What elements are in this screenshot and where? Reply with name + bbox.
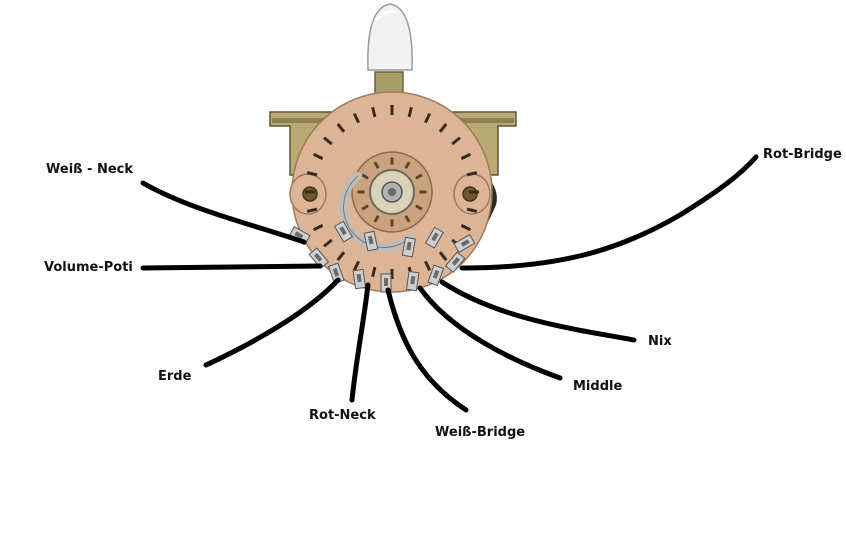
rivet-left-icon xyxy=(302,186,318,202)
board-slot xyxy=(323,136,333,146)
inner-slot xyxy=(373,161,380,169)
switch-lugs xyxy=(288,220,476,293)
board-slot xyxy=(305,190,315,194)
lug-terminal xyxy=(308,247,330,269)
switch-board xyxy=(289,91,493,293)
board-slot xyxy=(390,269,394,279)
inner-slot xyxy=(390,157,394,165)
lug-terminal xyxy=(405,270,420,292)
label-volume-poti: Volume-Poti xyxy=(44,260,133,275)
board-slot xyxy=(352,260,360,272)
wire-weiss-bridge xyxy=(385,287,469,413)
inner-slot xyxy=(357,190,365,194)
board-slot xyxy=(460,152,472,160)
wire-rot-bridge xyxy=(459,154,759,271)
label-rot-bridge: Rot-Bridge xyxy=(763,147,842,162)
wire-rot-neck xyxy=(349,282,371,403)
inner-slot xyxy=(415,204,423,211)
board-slot xyxy=(407,106,413,118)
label-weiss-neck: Weiß - Neck xyxy=(46,162,133,177)
board-slot xyxy=(312,224,324,232)
inner-slot xyxy=(419,190,427,194)
inner-slot xyxy=(373,215,380,223)
board-slot xyxy=(323,238,333,248)
board-slot xyxy=(438,251,448,261)
board-slot xyxy=(466,171,478,177)
inner-slot xyxy=(404,161,411,169)
lug-terminal xyxy=(453,233,476,254)
wire-weiss-neck xyxy=(140,180,307,245)
board-slot xyxy=(424,112,432,124)
wire-volume-poti xyxy=(140,263,323,271)
board-slot xyxy=(451,136,461,146)
board-slot xyxy=(306,171,318,177)
rivet-right-icon xyxy=(462,186,478,202)
lug-terminal xyxy=(333,220,354,243)
board-slot xyxy=(438,123,448,133)
board-slot xyxy=(460,224,472,232)
inner-slot xyxy=(361,204,369,211)
wires xyxy=(140,154,759,413)
inner-slot xyxy=(404,215,411,223)
inner-slot xyxy=(415,173,423,180)
lever-tip-icon xyxy=(367,3,413,71)
label-nix: Nix xyxy=(648,334,672,349)
board-slots xyxy=(305,105,479,279)
lug-terminal xyxy=(327,262,345,285)
lug-terminal xyxy=(444,251,466,273)
board-slot xyxy=(371,106,377,118)
label-middle: Middle xyxy=(573,379,623,394)
board-slot xyxy=(466,207,478,213)
label-erde: Erde xyxy=(158,369,192,384)
lug-terminal xyxy=(363,230,379,252)
inner-slot xyxy=(361,173,369,180)
board-slot xyxy=(306,207,318,213)
board-slot xyxy=(371,266,377,278)
board-slot xyxy=(424,260,432,272)
lug-terminal xyxy=(427,264,445,287)
label-weiss-bridge: Weiß-Bridge xyxy=(435,425,526,440)
wire-middle xyxy=(417,285,563,381)
board-slot xyxy=(336,251,346,261)
inner-slot xyxy=(390,219,394,227)
wire-erde xyxy=(203,277,341,368)
wire-nix xyxy=(439,279,637,343)
board-slot xyxy=(390,105,394,115)
label-rot-neck: Rot-Neck xyxy=(309,408,376,423)
board-slot xyxy=(336,123,346,133)
lug-terminal xyxy=(352,268,367,290)
lug-terminal xyxy=(401,236,416,258)
lug-terminal xyxy=(424,226,445,249)
board-slot xyxy=(352,112,360,124)
board-slot xyxy=(312,152,324,160)
board-slot xyxy=(469,190,479,194)
